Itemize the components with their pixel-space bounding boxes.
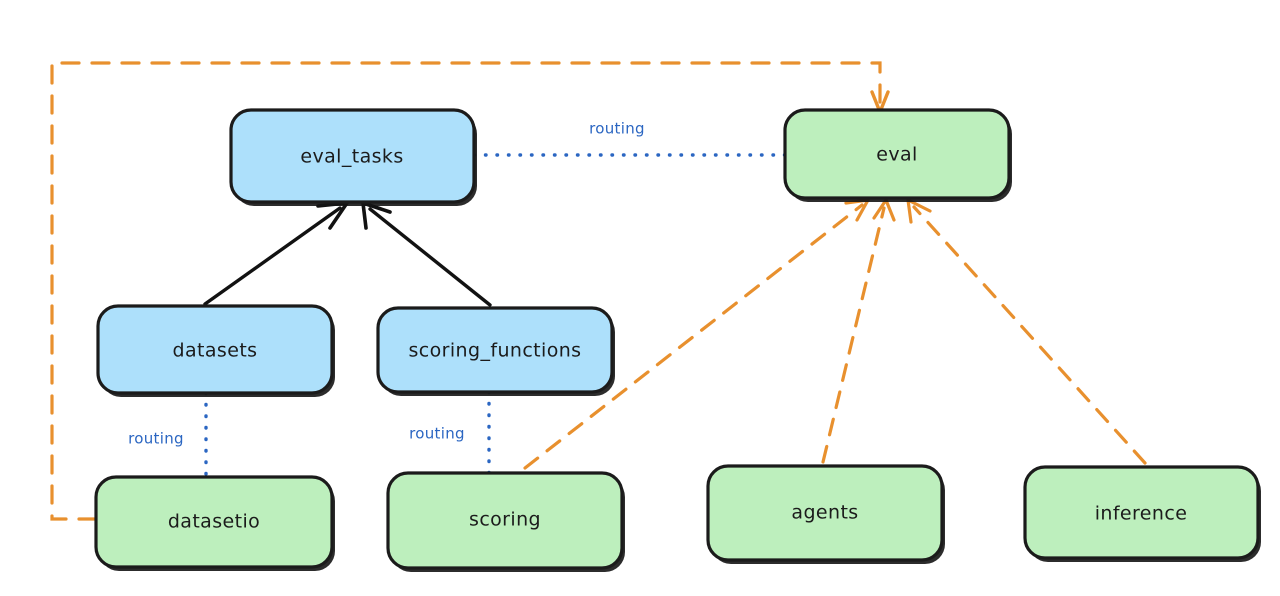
node-datasetio[interactable]: datasetio	[94, 475, 335, 571]
edge-label-routing-scoring: routing	[409, 425, 465, 443]
edge-path	[50, 61, 882, 521]
node-eval[interactable]: eval	[783, 108, 1012, 202]
edge-label-routing-datasetio: routing	[128, 430, 184, 448]
arrowhead	[316, 201, 349, 230]
node-inference[interactable]: inference	[1023, 465, 1261, 562]
node-body	[96, 304, 334, 395]
edge-path	[368, 207, 492, 307]
node-scoring[interactable]: scoring	[386, 471, 625, 572]
node-layer: eval_tasks eval datasets scoring_functio…	[94, 108, 1261, 572]
edge-label-routing-eval: routing	[589, 120, 645, 138]
node-scoring-functions[interactable]: scoring_functions	[376, 306, 615, 396]
node-label: agents	[791, 502, 858, 524]
edge-agents-to-eval[interactable]	[821, 198, 896, 464]
edge-path	[912, 205, 1147, 465]
edge-datasets-to-eval-tasks[interactable]	[203, 201, 349, 306]
node-label: eval	[876, 144, 917, 166]
node-body	[706, 464, 944, 562]
edge-path	[821, 206, 886, 464]
edge-path	[203, 206, 342, 306]
node-body	[783, 108, 1011, 200]
node-label: scoring_functions	[409, 340, 582, 362]
node-datasets[interactable]: datasets	[96, 304, 335, 397]
node-agents[interactable]: agents	[706, 464, 945, 564]
node-label: inference	[1095, 503, 1188, 525]
node-label: datasets	[173, 340, 258, 362]
node-body	[386, 471, 624, 570]
node-body	[1023, 465, 1260, 560]
node-label: scoring	[469, 509, 541, 531]
edge-scoring-functions-to-eval-tasks[interactable]	[361, 201, 492, 307]
node-eval-tasks[interactable]: eval_tasks	[229, 108, 477, 206]
node-body	[229, 108, 476, 204]
arrowhead	[872, 198, 896, 222]
node-body	[94, 475, 334, 569]
edge-label-layer: routing routing routing	[128, 120, 645, 448]
edge-inference-to-eval[interactable]	[906, 198, 1147, 465]
node-body	[376, 306, 614, 394]
node-label: datasetio	[168, 511, 260, 533]
edge-path	[523, 203, 864, 470]
node-label: eval_tasks	[300, 146, 403, 168]
